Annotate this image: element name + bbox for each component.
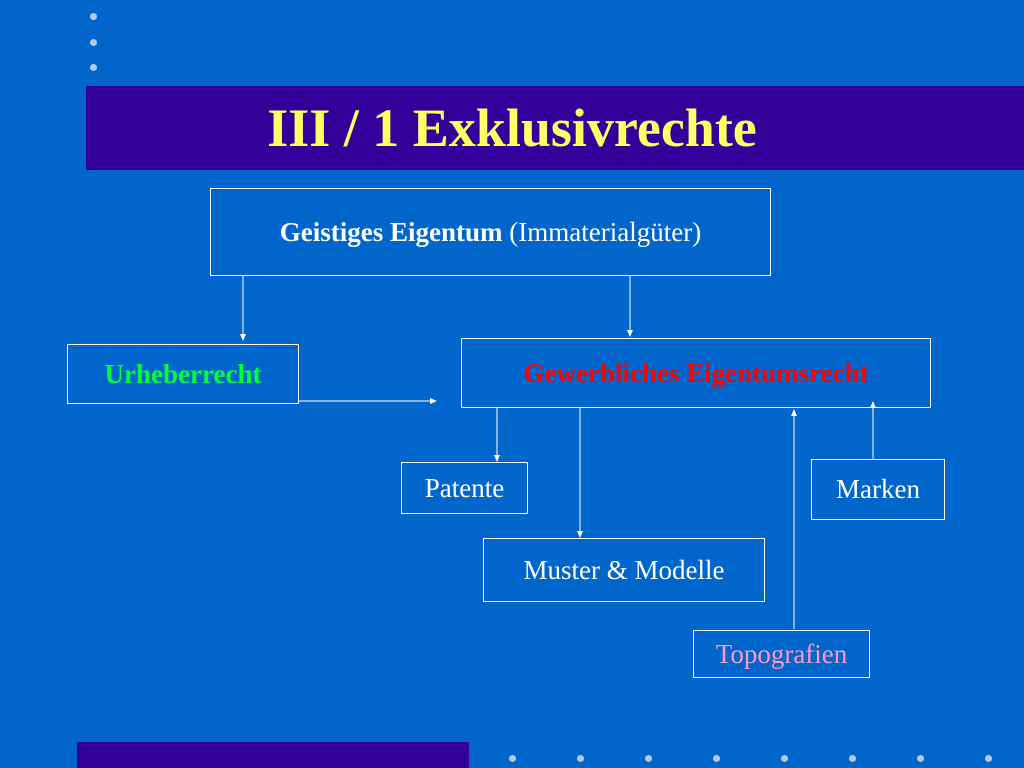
node-urheberrecht: Urheberrecht	[67, 344, 299, 404]
decor-dot-bottom-5	[781, 755, 788, 762]
node-topografien-label: Topografien	[715, 638, 848, 669]
bottom-band	[77, 742, 469, 768]
decor-dot-bottom-1	[509, 755, 516, 762]
decor-dot-2	[90, 39, 97, 46]
node-gewerbliches-eigentumsrecht: Gewerbliches Eigentumsrecht	[461, 338, 931, 408]
decor-dot-3	[90, 64, 97, 71]
decor-dot-bottom-3	[645, 755, 652, 762]
decor-dot-bottom-7	[917, 755, 924, 762]
node-marken-label: Marken	[836, 474, 920, 504]
node-muster-modelle: Muster & Modelle	[483, 538, 765, 602]
title-band: III / 1 Exklusivrechte	[86, 86, 1024, 170]
node-geistiges-eigentum-bold: Geistiges Eigentum	[279, 216, 503, 247]
node-topografien: Topografien	[693, 630, 870, 678]
decor-dot-1	[90, 13, 97, 20]
node-muster-modelle-label: Muster & Modelle	[523, 554, 725, 585]
decor-dot-bottom-2	[577, 755, 584, 762]
node-patente: Patente	[401, 462, 528, 514]
node-gewerbliches-eigentumsrecht-label: Gewerbliches Eigentumsrecht	[523, 357, 869, 388]
node-urheberrecht-label: Urheberrecht	[104, 358, 262, 389]
decor-dot-bottom-8	[985, 755, 992, 762]
slide-title: III / 1 Exklusivrechte	[267, 98, 757, 158]
decor-dot-bottom-4	[713, 755, 720, 762]
node-geistiges-eigentum-regular: (Immaterialgüter)	[509, 216, 702, 247]
node-marken: Marken	[811, 459, 945, 520]
decor-dot-bottom-6	[849, 755, 856, 762]
node-geistiges-eigentum: Geistiges Eigentum (Immaterialgüter)	[210, 188, 771, 276]
node-patente-label: Patente	[424, 472, 505, 503]
